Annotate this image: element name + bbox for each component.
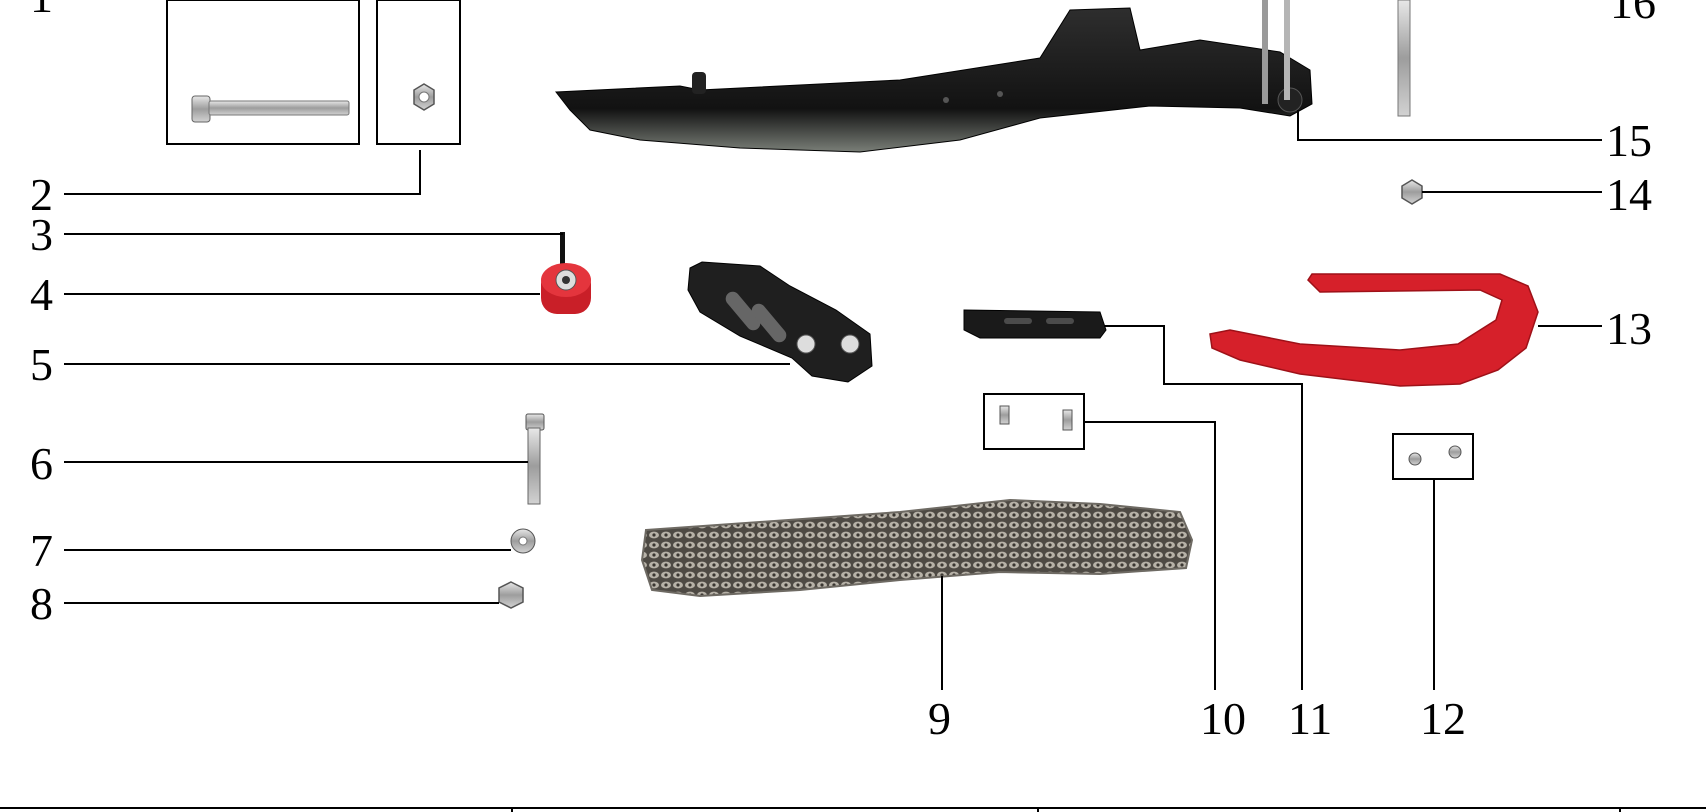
part-10-screws	[983, 393, 1085, 450]
part-14-nut	[1401, 179, 1423, 205]
leader-lines	[64, 110, 1602, 690]
part-12-box	[1392, 433, 1474, 480]
part-12-small-nuts	[1392, 433, 1474, 480]
part-11-slider-block	[963, 309, 1107, 339]
leader-15	[1297, 110, 1602, 141]
callout-9: 9	[928, 693, 951, 744]
part-16-axle-rod	[1397, 0, 1411, 117]
part-8-nut	[498, 581, 524, 609]
callout-labels: 1 2 3 4 5 6 7 8 9 10 11 12 13 14 15 16	[30, 0, 1656, 744]
part-2-nut	[376, 0, 461, 145]
leader-11	[1104, 325, 1303, 690]
part-5-chain-guide	[687, 261, 873, 383]
part-2-box	[376, 0, 461, 145]
part-9-chain	[640, 498, 1194, 598]
part-1-bolt	[166, 0, 360, 145]
callout-3: 3	[30, 209, 53, 260]
callout-7: 7	[30, 525, 53, 576]
part-7-washer	[510, 528, 536, 554]
callout-11: 11	[1288, 693, 1332, 744]
bottom-table-frame	[0, 807, 1706, 812]
callout-15: 15	[1606, 115, 1652, 166]
callout-2: 2	[30, 169, 53, 220]
callout-14: 14	[1606, 169, 1652, 220]
part-1-box	[166, 0, 360, 145]
callout-8: 8	[30, 578, 53, 629]
callout-6: 6	[30, 438, 53, 489]
callout-12: 12	[1420, 693, 1466, 744]
leader-10	[1084, 421, 1216, 690]
part-4-roller	[541, 263, 591, 314]
callout-1: 1	[30, 0, 53, 22]
callout-5: 5	[30, 339, 53, 390]
part-13-red-slider	[1209, 273, 1539, 387]
callout-16: 16	[1610, 0, 1656, 28]
part-15-swing-arm	[555, 0, 1313, 153]
callout-10: 10	[1200, 693, 1246, 744]
callout-13: 13	[1606, 303, 1652, 354]
part-6-bolt	[525, 413, 545, 505]
leader-2	[64, 150, 421, 195]
part-3-pin	[560, 232, 565, 282]
callout-4: 4	[30, 269, 53, 320]
